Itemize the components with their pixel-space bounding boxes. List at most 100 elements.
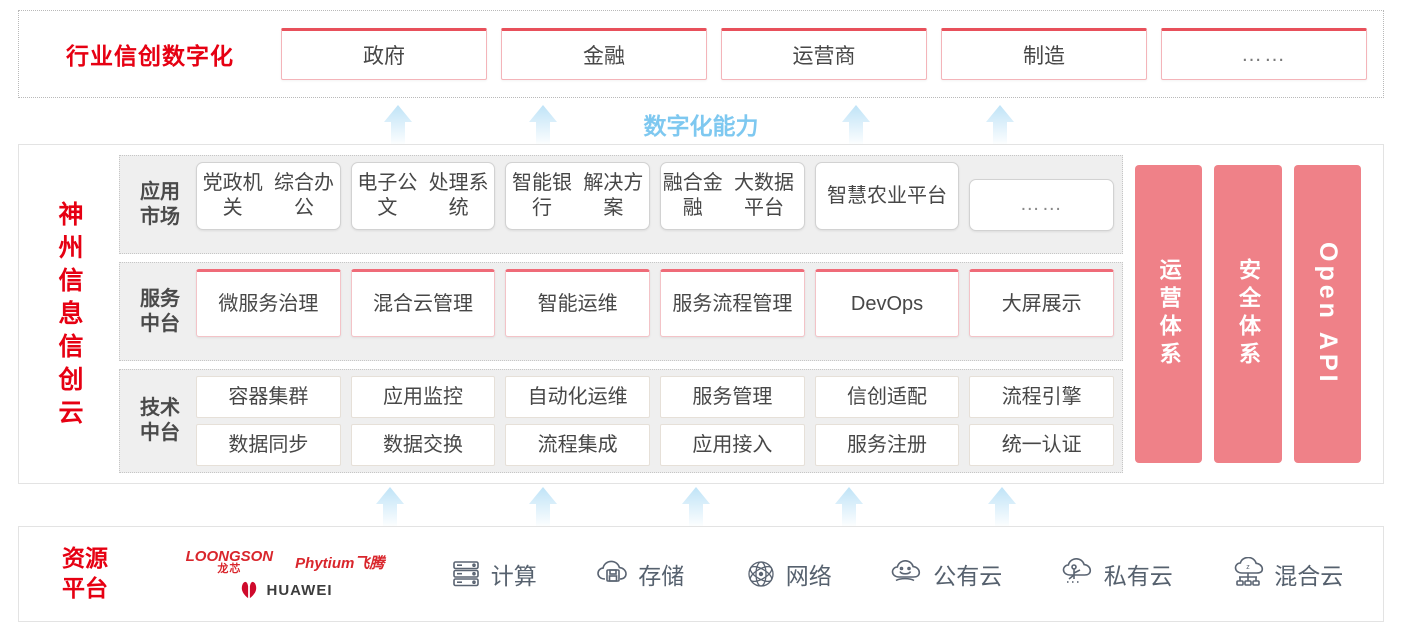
cell-label-line-0: 党政机关 — [202, 172, 263, 219]
resource-connector — [18, 484, 1384, 526]
cell-service-platform-4[interactable]: DevOps — [814, 269, 960, 337]
cell-service-platform-2[interactable]: 智能运维 — [505, 269, 651, 337]
cell-label: 数据同步 — [228, 433, 309, 456]
cell-tech-platform-1-0[interactable]: 数据同步 — [196, 424, 341, 466]
cell-service-platform-1[interactable]: 混合云管理 — [350, 269, 496, 337]
cell-tech-platform-0-3[interactable]: 服务管理 — [660, 376, 805, 418]
loongson-logo-sub: 龙芯 — [217, 563, 242, 575]
cell-label: 容器集群 — [228, 385, 309, 408]
cell-tech-platform-0-2[interactable]: 自动化运维 — [505, 376, 651, 418]
loongson-logo: LOONGSON 龙芯 — [186, 549, 274, 575]
tech-subrow-0: 容器集群 应用监控 自动化运维 服务管理信创适配 流程引擎 — [196, 376, 1115, 418]
shenzhou-cloud-band: 神州信息信创云 应用市场党政机关综合办公电子公文处理系统智能银行解决方案融合金融… — [18, 144, 1384, 484]
side-panel-2[interactable]: Open API — [1293, 165, 1361, 463]
cell-label-line-1: 综合办公 — [273, 172, 334, 219]
cell-label: 服务注册 — [847, 433, 928, 456]
cell-app-market-5[interactable]: …… — [969, 178, 1115, 231]
private-cloud-icon — [1062, 557, 1096, 591]
cell-label-line-0: 智能运维 — [537, 292, 618, 315]
cloud-title: 神州信息信创云 — [37, 145, 105, 483]
cell-service-platform-5[interactable]: 大屏展示 — [969, 269, 1115, 337]
huawei-logo-text: HUAWEI — [266, 581, 333, 599]
cell-tech-platform-0-1[interactable]: 应用监控 — [350, 376, 496, 418]
cell-app-market-3[interactable]: 融合金融大数据平台 — [660, 162, 805, 230]
layer-label-app-market: 应用市场 — [124, 180, 196, 230]
layer-label-line-1: 服务 — [140, 287, 180, 310]
industry-box-label: 运营商 — [792, 45, 856, 68]
cell-app-market-0[interactable]: 党政机关综合办公 — [196, 162, 341, 230]
loongson-logo-name: LOONGSON — [185, 548, 274, 565]
resource-item-1[interactable]: 存储 — [596, 557, 684, 591]
cell-service-platform-0[interactable]: 微服务治理 — [196, 269, 341, 337]
cell-app-market-1[interactable]: 电子公文处理系统 — [350, 162, 496, 230]
resource-item-label: 网络 — [785, 563, 832, 589]
industry-box-1[interactable]: 金融 — [501, 28, 707, 80]
vendor-logo-group: LOONGSON 龙芯 Phytium飞腾 HUAWEI — [151, 549, 419, 599]
cell-label-line-1: 管理 — [433, 292, 473, 315]
industry-box-label: …… — [1241, 43, 1287, 66]
cell-service-platform-3[interactable]: 服务流程管理 — [660, 269, 805, 337]
resource-title-line-1: 资源 — [62, 545, 108, 572]
layer-label-line-2: 中台 — [140, 422, 180, 444]
digital-capability-caption: 数字化能力 — [643, 113, 759, 139]
cell-app-market-4[interactable]: 智慧农业平台 — [814, 162, 960, 230]
cell-tech-platform-1-5[interactable]: 统一认证 — [969, 424, 1115, 466]
cell-tech-platform-1-1[interactable]: 数据交换 — [350, 424, 496, 466]
cell-label-line-1: 处理系统 — [428, 172, 489, 219]
vendor-row-bottom: HUAWEI — [238, 581, 333, 599]
resource-item-label: 存储 — [638, 563, 685, 589]
cell-label-line-0: 智能银行 — [512, 172, 572, 219]
resource-item-3[interactable]: 公有云 — [891, 557, 1002, 591]
cell-tech-platform-0-0[interactable]: 容器集群 — [196, 376, 341, 418]
layer-items-app-market: 党政机关综合办公电子公文处理系统智能银行解决方案融合金融大数据平台智慧农业平台 …… — [196, 162, 1115, 247]
up-arrow-bottom-1 — [523, 486, 563, 526]
industry-box-3[interactable]: 制造 — [941, 28, 1147, 80]
cell-tech-platform-0-4[interactable]: 信创适配 — [814, 376, 960, 418]
cell-label-line-1: 管理 — [752, 292, 793, 315]
resource-item-2[interactable]: 网络 — [744, 557, 832, 591]
cloud-title-char-6: 云 — [58, 398, 84, 427]
cell-label: 流程集成 — [537, 433, 618, 456]
cloud-title-char-4: 信 — [58, 332, 84, 361]
public-cloud-icon — [891, 557, 925, 591]
resource-title-line-2: 平台 — [62, 575, 108, 601]
side-panel-1[interactable]: 安全体系 — [1214, 165, 1282, 463]
cell-tech-platform-1-3[interactable]: 应用接入 — [660, 424, 805, 466]
cloud-title-char-3: 息 — [58, 299, 84, 328]
cell-tech-platform-0-5[interactable]: 流程引擎 — [969, 376, 1115, 418]
side-panel-label: Open API — [1313, 242, 1342, 386]
side-panel-label: 运营体系 — [1156, 258, 1182, 370]
cell-label: 应用接入 — [692, 433, 773, 456]
resource-item-0[interactable]: 计算 — [449, 557, 537, 591]
cell-label: 应用监控 — [383, 385, 463, 408]
industry-box-4[interactable]: …… — [1161, 28, 1367, 80]
cell-label-line-0: …… — [1019, 193, 1064, 215]
resource-item-4[interactable]: 私有云 — [1062, 557, 1173, 591]
up-arrow-top-2 — [836, 104, 876, 144]
industry-box-2[interactable]: 运营商 — [721, 28, 927, 80]
cloud-title-char-5: 创 — [58, 365, 84, 394]
cell-tech-platform-1-2[interactable]: 流程集成 — [505, 424, 651, 466]
side-panel-0[interactable]: 运营体系 — [1135, 165, 1203, 463]
industry-box-0[interactable]: 政府 — [281, 28, 487, 80]
cell-label: 自动化运维 — [527, 385, 628, 408]
industry-band: 行业信创数字化 政府金融运营商制造…… — [18, 10, 1384, 98]
cell-tech-platform-1-4[interactable]: 服务注册 — [814, 424, 960, 466]
cloud-layer-list: 应用市场党政机关综合办公电子公文处理系统智能银行解决方案融合金融大数据平台智慧农… — [119, 155, 1123, 473]
network-mesh-icon — [744, 557, 778, 591]
resource-item-label: 公有云 — [933, 563, 1003, 589]
layer-tech-platform: 技术中台容器集群应用监控自动化运维服务管理信创适配流程引擎数据同步数据交换流程集… — [119, 369, 1123, 473]
up-arrow-bottom-0 — [370, 486, 410, 526]
up-arrow-top-1 — [523, 104, 563, 144]
up-arrow-bottom-4 — [982, 486, 1022, 526]
side-panel-label: 安全体系 — [1235, 258, 1261, 370]
cell-app-market-2[interactable]: 智能银行解决方案 — [505, 162, 651, 230]
cell-label: 流程引擎 — [1001, 385, 1082, 408]
cloud-storage-icon — [596, 557, 630, 591]
server-icon — [449, 557, 483, 591]
phytium-logo: Phytium飞腾 — [295, 554, 385, 572]
